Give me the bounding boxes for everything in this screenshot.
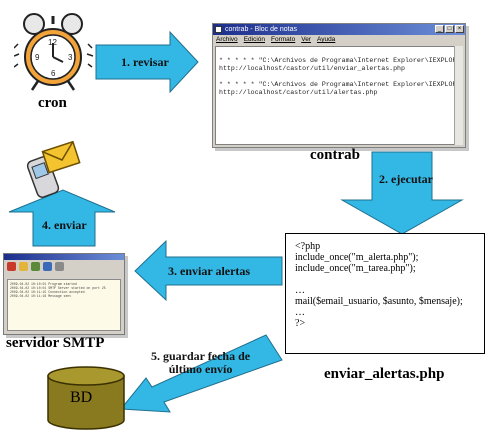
notepad-line: http://localhost/castor/util/alertas.php	[219, 89, 378, 96]
notepad-line: http://localhost/castor/util/enviar_aler…	[219, 65, 405, 72]
notepad-menubar: Archivo Edición Formato Ver Ayuda	[213, 35, 465, 45]
svg-text:3: 3	[68, 53, 73, 62]
log-line: 2009-04-02 10:11:16 Message sent	[10, 294, 72, 298]
label-enviar-alertas: 3. enviar alertas	[168, 264, 251, 278]
notepad-line	[219, 73, 451, 81]
arrow-revisar	[95, 30, 199, 94]
menu-edicion[interactable]: Edición	[243, 36, 266, 43]
label-guardar: 5. guardar fecha de último envío	[151, 350, 250, 376]
svg-text:9: 9	[35, 53, 40, 62]
svg-text:6: 6	[51, 69, 56, 78]
label-revisar: 1. revisar	[121, 55, 169, 69]
node-label-contrab: contrab	[310, 147, 360, 163]
label-guardar-line1: 5. guardar fecha de	[151, 349, 251, 363]
code-line: …	[295, 307, 305, 318]
notepad-line: * * * * * "C:\Archivos de Programa\Inter…	[219, 81, 455, 88]
code-line: …	[295, 285, 305, 296]
maximize-icon[interactable]: □	[445, 25, 454, 33]
label-guardar-line2: último envío	[168, 362, 233, 376]
notepad-icon	[215, 26, 222, 33]
menu-formato[interactable]: Formato	[271, 36, 296, 43]
notepad-window: contrab - Bloc de notas _ □ × Archivo Ed…	[212, 23, 466, 148]
log-line: 2009-04-02 10:10:01 SMTP Server started …	[10, 286, 106, 290]
arrow-guardar	[120, 334, 283, 413]
menu-ayuda[interactable]: Ayuda	[316, 36, 336, 43]
db-top	[47, 366, 125, 386]
code-line: mail($email_usuario, $asunto, $mensaje);	[295, 296, 463, 307]
alarm-clock-icon: 12 3 6 9	[14, 13, 94, 91]
node-label-cron: cron	[38, 95, 67, 111]
label-enviar: 4. enviar	[42, 218, 87, 232]
smtp-toolbar	[4, 260, 124, 275]
code-line: include_once("m_tarea.php");	[295, 263, 416, 274]
arrow-enviar-alertas	[134, 239, 283, 302]
db-body	[47, 375, 125, 430]
toolbar-mail-icon[interactable]	[19, 262, 28, 271]
toolbar-stop-icon[interactable]	[7, 262, 16, 271]
minimize-icon[interactable]: _	[435, 25, 444, 33]
code-line	[295, 274, 484, 285]
smtp-titlebar	[4, 254, 124, 260]
arrow-ejecutar	[340, 151, 464, 235]
menu-ver[interactable]: Ver	[301, 36, 311, 43]
node-label-script: enviar_alertas.php	[324, 366, 445, 382]
log-line: 2009-04-02 10:10:01 Program started	[10, 282, 77, 286]
node-label-smtp: servidor SMTP	[6, 335, 105, 351]
code-line: <?php	[295, 241, 321, 252]
arrow-enviar	[8, 189, 116, 247]
phone-email-icon	[26, 140, 81, 198]
node-label-db: BD	[70, 389, 93, 406]
notepad-text[interactable]: * * * * * "C:\Archivos de Programa\Inter…	[215, 46, 455, 145]
toolbar-help-icon[interactable]	[55, 262, 64, 271]
window-controls: _ □ ×	[435, 25, 464, 33]
svg-text:12: 12	[48, 38, 57, 47]
log-line: 2009-04-02 10:11:15 Connection accepted	[10, 290, 85, 294]
close-icon[interactable]: ×	[455, 25, 464, 33]
notepad-title: contrab - Bloc de notas	[225, 26, 297, 33]
label-ejecutar: 2. ejecutar	[379, 172, 433, 186]
notepad-scrollbar[interactable]	[454, 46, 463, 145]
toolbar-log-icon[interactable]	[43, 262, 52, 271]
code-line: include_once("m_alerta.php");	[295, 252, 419, 263]
code-line: ?>	[295, 318, 306, 329]
toolbar-settings-icon[interactable]	[31, 262, 40, 271]
notepad-titlebar: contrab - Bloc de notas _ □ ×	[213, 24, 465, 35]
notepad-line: * * * * * "C:\Archivos de Programa\Inter…	[219, 57, 455, 64]
database-icon	[47, 366, 125, 430]
menu-archivo[interactable]: Archivo	[216, 36, 238, 43]
